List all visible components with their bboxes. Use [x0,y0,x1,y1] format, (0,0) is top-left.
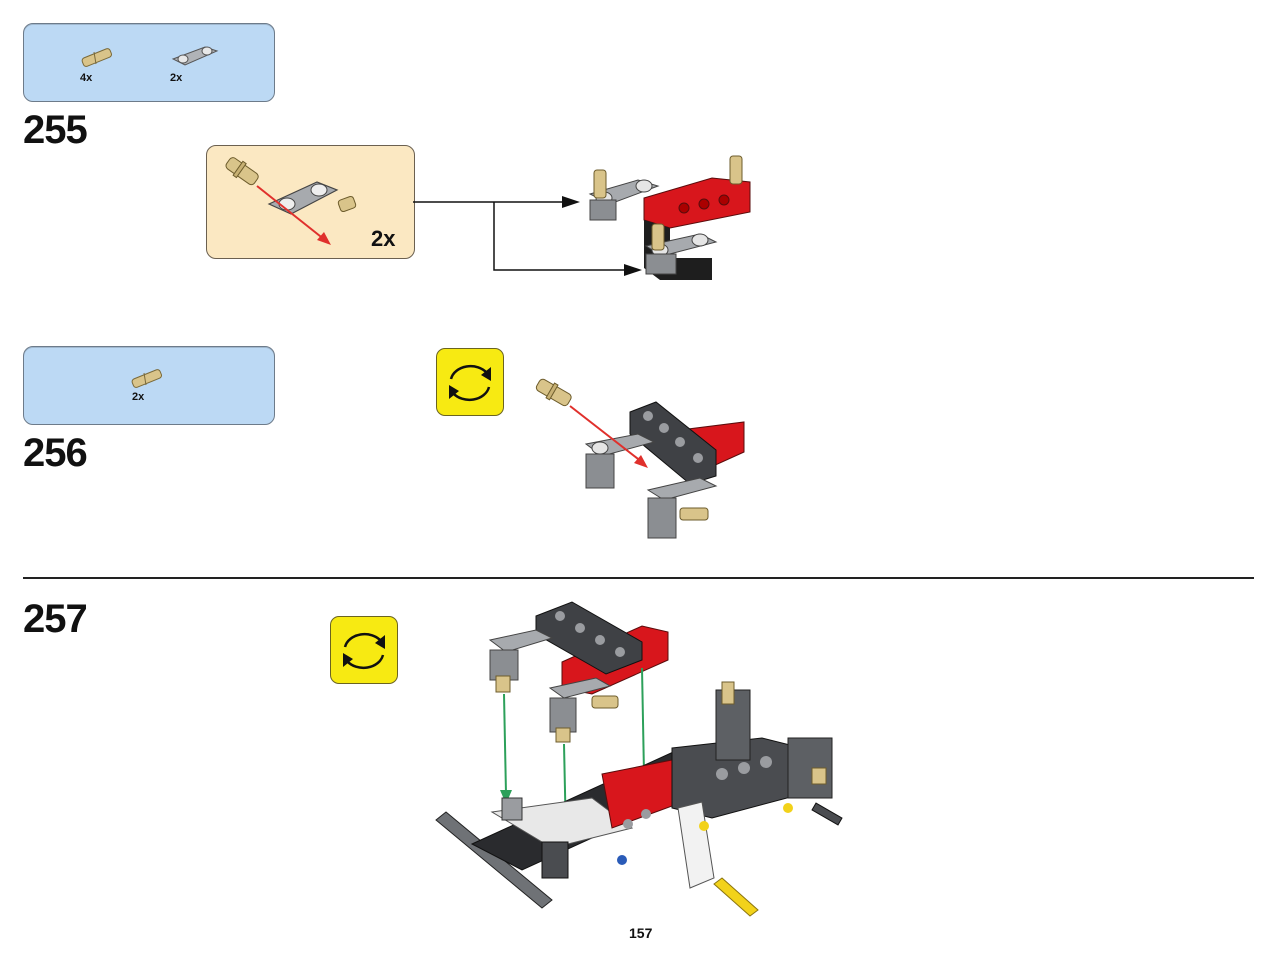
step-number: 257 [23,597,88,641]
rotate-model-icon [330,616,398,684]
step-number: 256 [23,431,88,475]
parts-list-step-255: 4x 2x [23,23,275,102]
subassembly-illustration [225,157,357,245]
axle-pin-tan-icon [131,369,163,388]
page-number: 157 [629,925,653,941]
parts-list-step-256: 2x [23,346,275,425]
part-qty: 2x [170,72,183,84]
step-number: 255 [23,108,88,152]
rotate-arrows-icon [449,364,491,402]
part-qty: 4x [80,72,93,84]
subassembly-qty: 2x [371,226,396,251]
part-qty: 2x [132,391,145,403]
subassembly-callout: 2x [206,145,415,259]
section-divider [23,577,1254,579]
rotate-model-icon [436,348,504,416]
model-step-257 [435,601,843,917]
model-step-256 [535,378,745,539]
axle-pin-tan-icon [81,48,113,67]
connector-light-gray-icon [171,46,219,66]
model-step-255 [588,155,751,280]
rotate-arrows-icon [343,632,385,670]
